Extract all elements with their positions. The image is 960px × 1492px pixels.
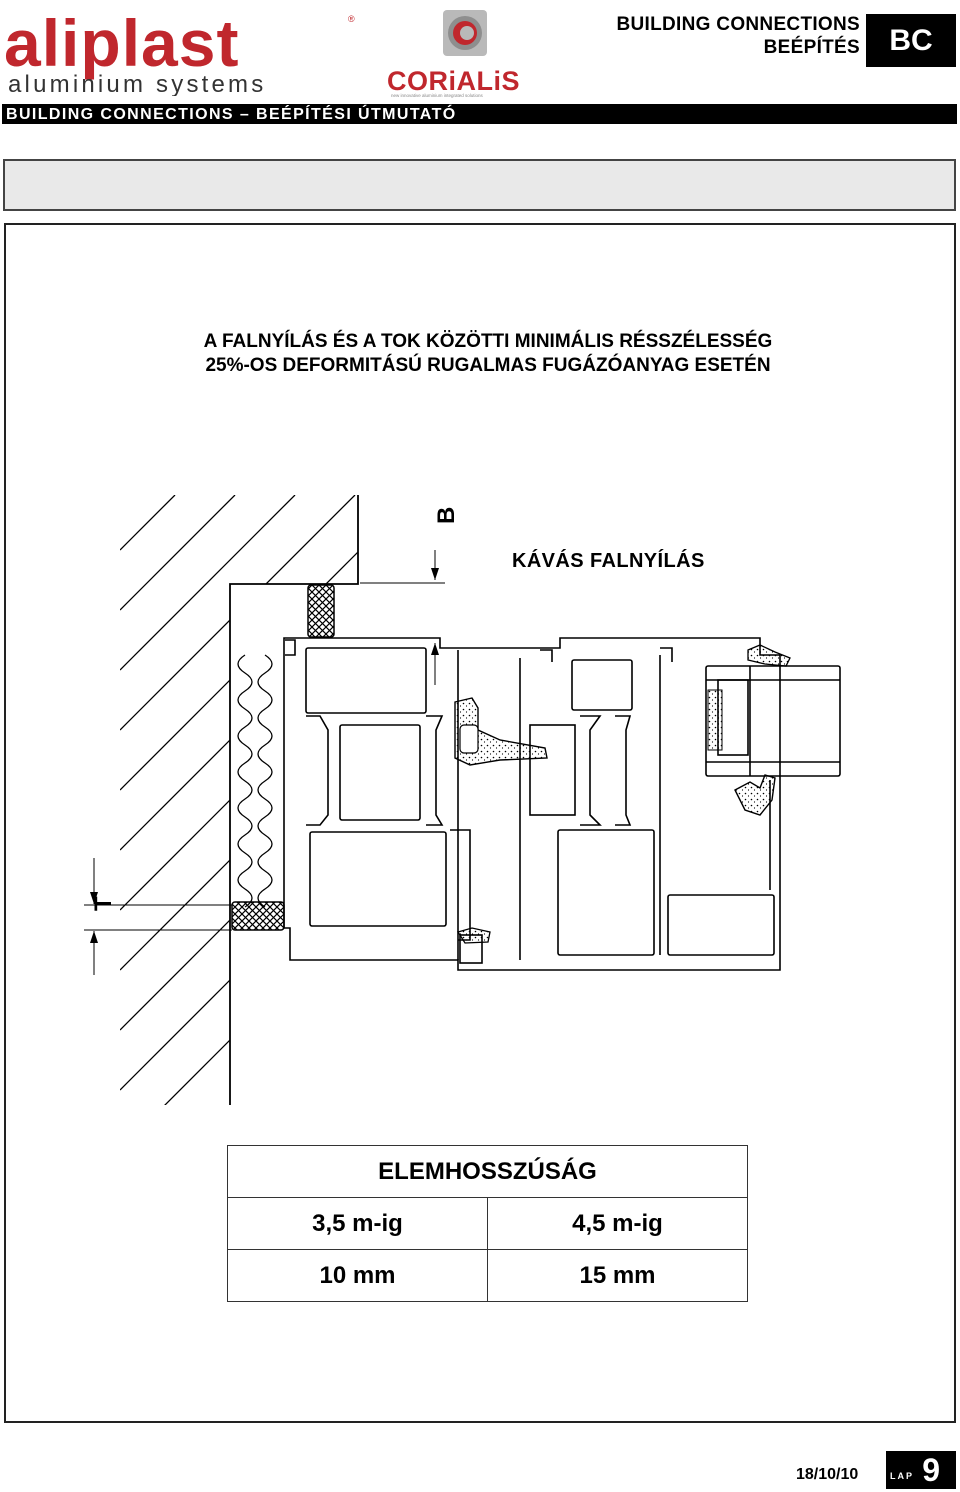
table-cell: 15 mm [487, 1249, 748, 1302]
aluminium-profile [283, 637, 841, 971]
top-sealant [307, 584, 335, 638]
glazing-gasket [734, 774, 776, 816]
table-cell: 3,5 m-ig [227, 1197, 488, 1250]
title-line-1: BUILDING CONNECTIONS [616, 14, 860, 35]
content-frame [4, 223, 956, 1423]
section-code-badge: BC [866, 14, 956, 67]
element-length-table: ELEMHOSSZÚSÁG 3,5 m-ig 4,5 m-ig 10 mm 15… [227, 1145, 748, 1302]
dimension-t-label: T [90, 896, 117, 911]
bottom-sealant [231, 901, 285, 931]
footer-date: 18/10/10 [796, 1466, 859, 1483]
svg-text:®: ® [348, 14, 355, 24]
page-number: 9 [922, 1452, 940, 1488]
table-cell: 4,5 m-ig [487, 1197, 748, 1250]
corialis-tagline: new innovative aluminium integrated solu… [391, 93, 484, 98]
insulation-foam [237, 654, 273, 908]
page-number-box: LAP 9 [886, 1451, 956, 1489]
top-gasket [747, 644, 791, 667]
header-band: BUILDING CONNECTIONS – BEÉPÍTÉSI ÚTMUTAT… [2, 104, 957, 124]
aliplast-brand-text: aliplast [4, 10, 239, 80]
wall-section [120, 495, 358, 1105]
title-line-2: BEÉPÍTÉS [763, 37, 860, 58]
window-profile-drawing: B T [84, 495, 841, 1105]
drawing-caption: KÁVÁS FALNYÍLÁS [512, 550, 705, 572]
aliplast-subtitle: aluminium systems [8, 71, 266, 96]
table-row: 3,5 m-ig 4,5 m-ig [227, 1197, 748, 1250]
corialis-logo: CORiALiS new innovative aluminium integr… [387, 10, 520, 98]
page-label: LAP [890, 1471, 914, 1481]
table-row: 10 mm 15 mm [227, 1249, 748, 1302]
section-title-bar [3, 159, 956, 211]
table-cell: 10 mm [227, 1249, 488, 1302]
dimension-b-label: B [433, 507, 460, 524]
table-header: ELEMHOSSZÚSÁG [227, 1145, 748, 1198]
section-heading: A FALNYÍLÁS ÉS A TOK KÖZÖTTI MINIMÁLIS R… [0, 330, 960, 378]
heading-line-2: 25%-OS DEFORMITÁSÚ RUGALMAS FUGÁZÓANYAG … [205, 355, 771, 376]
heading-line-1: A FALNYÍLÁS ÉS A TOK KÖZÖTTI MINIMÁLIS R… [203, 331, 773, 352]
table-header-row: ELEMHOSSZÚSÁG [227, 1145, 748, 1198]
bottom-gasket [456, 927, 491, 944]
corialis-brand-text: CORiALiS [387, 66, 520, 96]
aliplast-logo: aliplast ® aluminium systems [4, 10, 355, 96]
document-title: BUILDING CONNECTIONS BEÉPÍTÉS [617, 13, 861, 59]
